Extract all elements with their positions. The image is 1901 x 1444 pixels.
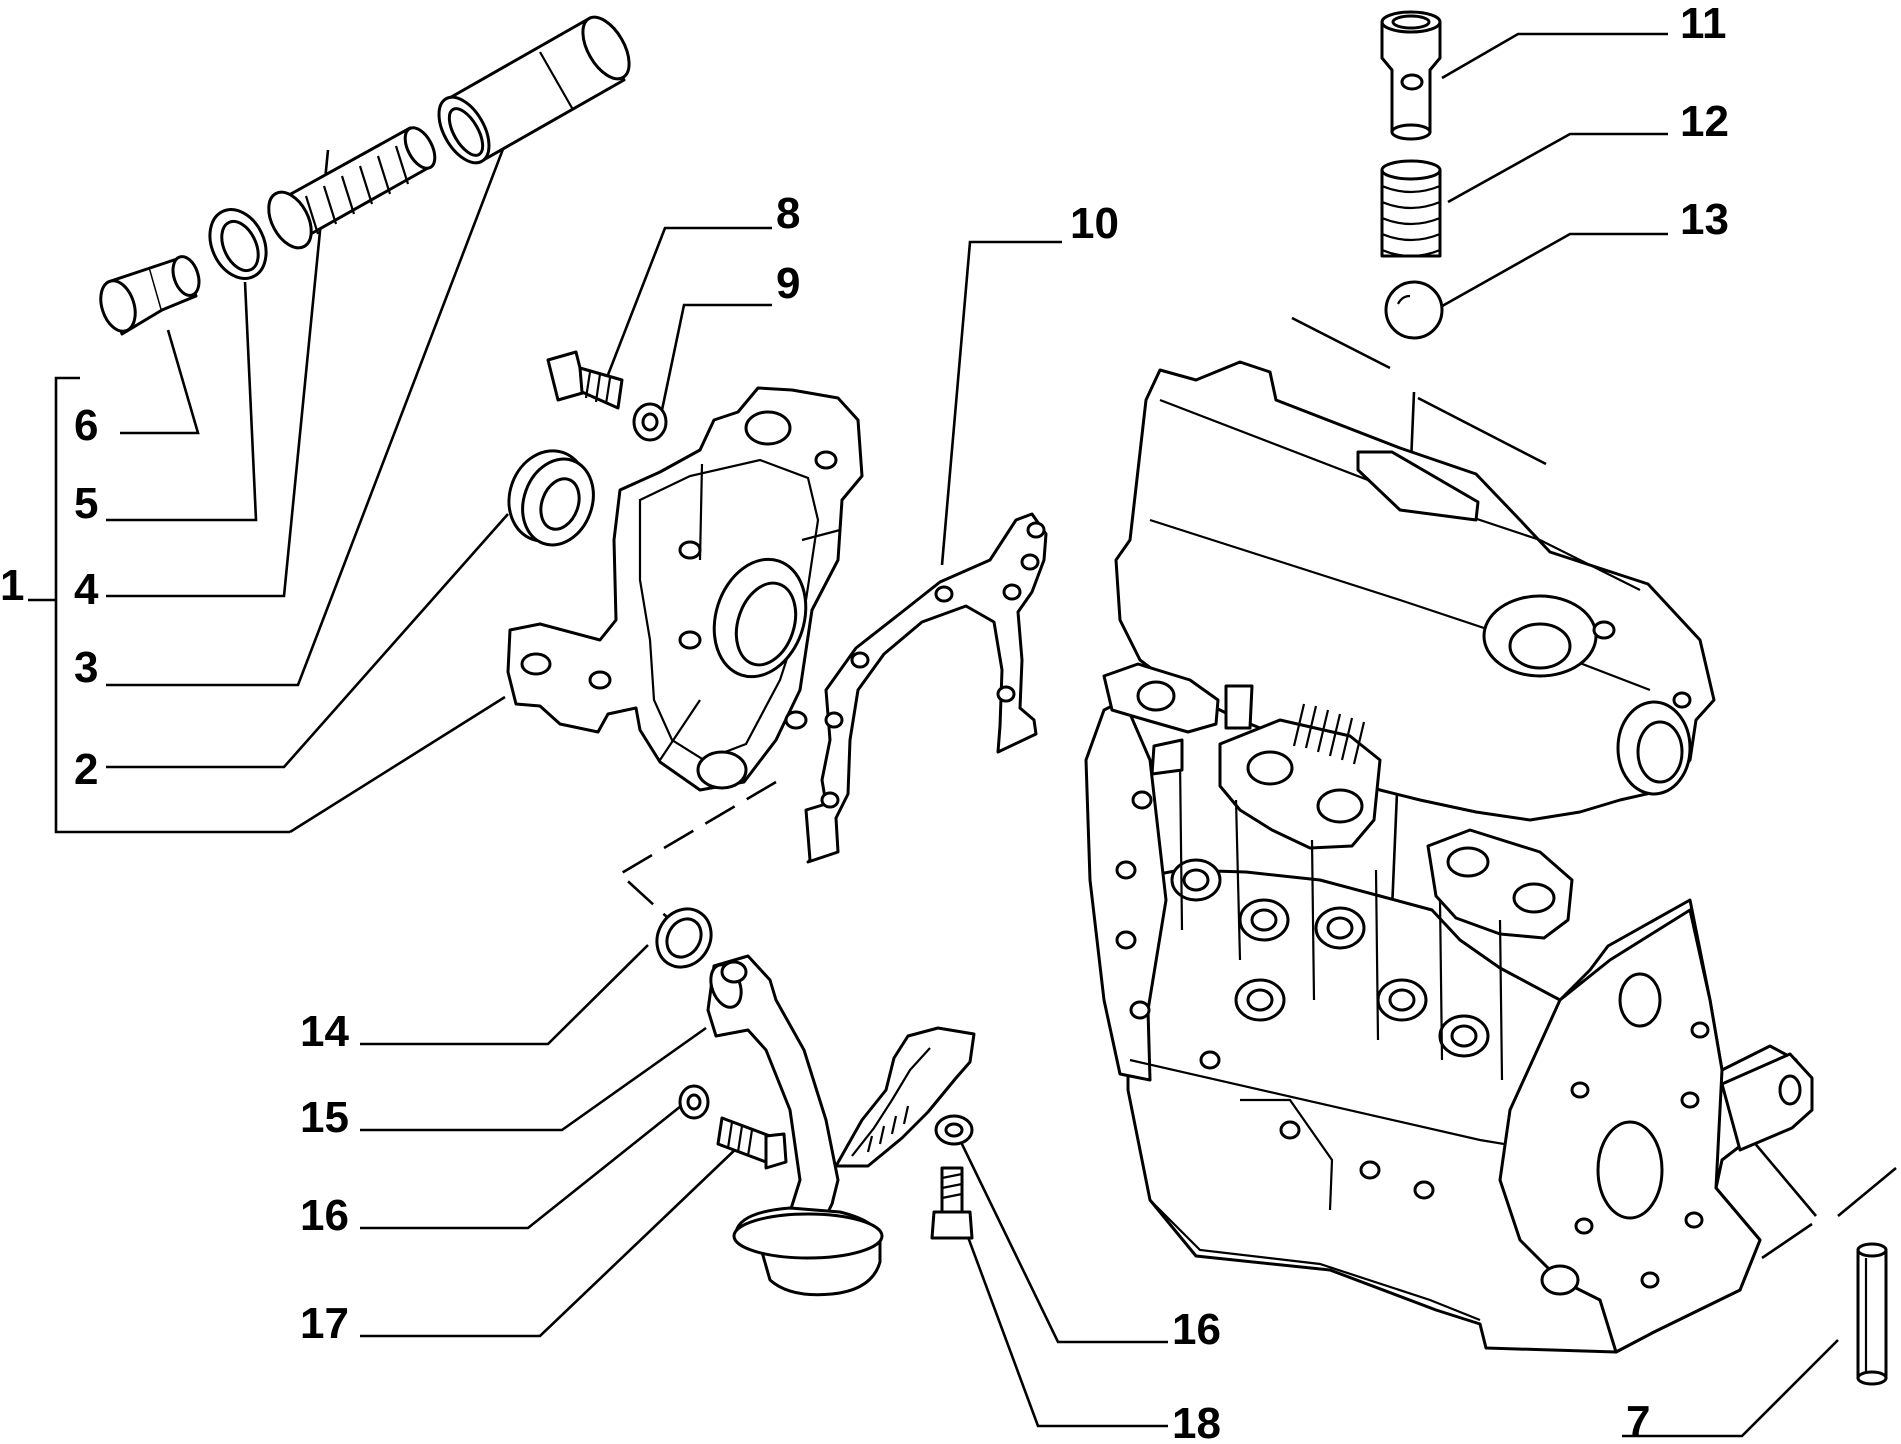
leader-16a [360,1100,687,1230]
part-11-relief-valve-body [1380,10,1442,141]
ref-line-upper-right [1417,396,1547,466]
callout-18: 18 [1172,1399,1221,1444]
callout-12: 12 [1680,97,1729,146]
part-3-sleeve [437,15,631,165]
callout-9: 9 [776,259,800,308]
part-18-bolt [930,1166,974,1240]
part-6-plug [99,255,201,336]
callout-6: 6 [74,401,98,450]
callout-7: 7 [1626,1397,1650,1444]
part-7-valve-guide [1856,1242,1888,1386]
callout-5: 5 [74,479,98,528]
part-5-seal-ring [208,208,268,280]
part-13-valve-ball [1384,280,1444,340]
leader-15 [360,1026,707,1132]
part-1-oil-pump-housing [506,386,864,792]
callout-8: 8 [776,189,800,238]
callout-1: 1 [0,561,24,610]
part-9-washer [632,402,668,442]
part-14-o-ring [655,907,713,969]
callout-16-left: 16 [300,1191,349,1240]
callout-14: 14 [300,1007,349,1056]
callout-11: 11 [1680,0,1727,48]
leader-14 [360,944,649,1046]
callout-4: 4 [74,565,99,614]
leader-13 [1427,232,1668,316]
callout-16-right: 16 [1172,1305,1221,1354]
leader-8 [604,226,772,381]
leader-12 [1447,132,1668,204]
leader-17 [360,1144,741,1338]
pump-to-pickup-dashed-line [617,780,777,919]
part-17-bolt [716,1116,788,1170]
leader-7 [1622,1339,1839,1438]
callout-labels: 1 2 3 4 5 6 7 8 9 10 11 12 13 14 15 16 1… [0,0,1729,1444]
callout-2: 2 [74,745,98,794]
leader-group-2-link [289,695,506,834]
leader-10 [940,240,1062,566]
leader-18 [956,1209,1168,1428]
ref-line-upper-left [1291,316,1391,370]
leader-9 [660,303,772,411]
callout-13: 13 [1680,195,1729,244]
part-10-gasket [804,512,1048,864]
leader-5 [106,281,258,522]
leader-3 [106,135,510,687]
leader-4 [106,149,330,598]
callout-17: 17 [300,1299,349,1348]
callout-15: 15 [300,1093,349,1142]
part-12-valve-spring [1380,159,1442,258]
part-2-crank-seal [507,449,595,547]
ref-line-lower-left [1761,1222,1813,1260]
part-16-washer-left [678,1084,710,1120]
engine-block-assembly [1084,360,1814,1354]
callout-10: 10 [1070,199,1119,248]
part-16-washer-right [934,1114,974,1146]
leader-2 [106,513,509,769]
part-4-spring [267,126,437,250]
ref-line-lower-right [1837,1166,1897,1218]
part-8-bolt [546,350,624,410]
part-15-oil-pickup [706,954,976,1297]
group-1-bracket [54,376,290,834]
leader-16b [958,1139,1168,1344]
callout-3: 3 [74,643,98,692]
leader-6 [120,329,200,435]
leader-11 [1441,32,1668,80]
